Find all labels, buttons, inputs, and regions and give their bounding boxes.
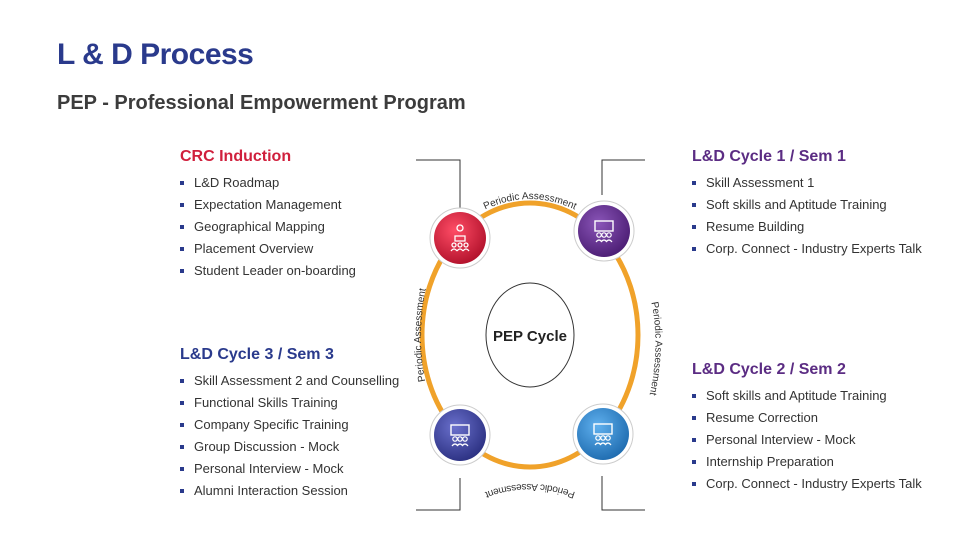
list-item: Personal Interview - Mock bbox=[180, 458, 399, 480]
connector-cycle1 bbox=[601, 159, 645, 195]
list-item: Functional Skills Training bbox=[180, 392, 399, 414]
list-item-text: Personal Interview - Mock bbox=[706, 432, 856, 447]
list-item-text: Soft skills and Aptitude Training bbox=[706, 197, 887, 212]
connector-crc bbox=[416, 159, 461, 212]
cycle2-list: Soft skills and Aptitude Training Resume… bbox=[692, 385, 922, 495]
list-item-text: Corp. Connect - Industry Experts Talk bbox=[706, 241, 922, 256]
list-item-text: Functional Skills Training bbox=[194, 395, 338, 410]
list-item: Placement Overview bbox=[180, 238, 356, 260]
bullet-icon bbox=[180, 445, 184, 449]
bullet-icon bbox=[180, 467, 184, 471]
cycle1-heading: L&D Cycle 1 / Sem 1 bbox=[692, 148, 846, 165]
arc-label-bottom: Periodic Assessment bbox=[483, 481, 576, 500]
presenter-icon bbox=[450, 224, 470, 252]
bullet-icon bbox=[180, 379, 184, 383]
list-item: Company Specific Training bbox=[180, 414, 399, 436]
pep-cycle-label: PEP Cycle bbox=[493, 328, 567, 345]
bullet-icon bbox=[692, 438, 696, 442]
bullet-icon bbox=[180, 181, 184, 185]
list-item: Soft skills and Aptitude Training bbox=[692, 385, 922, 407]
list-item: Expectation Management bbox=[180, 194, 356, 216]
cycle1-block: L&D Cycle 1 / Sem 1 Skill Assessment 1 S… bbox=[692, 148, 922, 260]
connector-lines bbox=[416, 159, 645, 511]
bullet-icon bbox=[180, 225, 184, 229]
node-cycle2 bbox=[572, 403, 634, 465]
bullet-icon bbox=[180, 269, 184, 273]
list-item-text: Student Leader on-boarding bbox=[194, 263, 356, 278]
node-cycle3 bbox=[429, 404, 491, 466]
list-item-text: Internship Preparation bbox=[706, 454, 834, 469]
node-crc bbox=[429, 207, 491, 269]
bullet-icon bbox=[180, 401, 184, 405]
page-subtitle: PEP - Professional Empowerment Program bbox=[57, 92, 466, 114]
arc-label-left: Periodic Assessment bbox=[413, 287, 429, 382]
list-item-text: Geographical Mapping bbox=[194, 219, 325, 234]
page-title: L & D Process bbox=[57, 38, 254, 71]
bullet-icon bbox=[692, 181, 696, 185]
list-item-text: Placement Overview bbox=[194, 241, 314, 256]
crc-induction-list: L&D Roadmap Expectation Management Geogr… bbox=[180, 172, 356, 282]
list-item-text: Personal Interview - Mock bbox=[194, 461, 344, 476]
list-item: Skill Assessment 1 bbox=[692, 172, 922, 194]
crc-induction-heading: CRC Induction bbox=[180, 148, 292, 165]
crc-induction-block: CRC Induction L&D Roadmap Expectation Ma… bbox=[180, 148, 356, 282]
cycle2-heading: L&D Cycle 2 / Sem 2 bbox=[692, 361, 846, 378]
list-item: Alumni Interaction Session bbox=[180, 480, 399, 502]
bullet-icon bbox=[180, 203, 184, 207]
list-item: Corp. Connect - Industry Experts Talk bbox=[692, 238, 922, 260]
list-item-text: Alumni Interaction Session bbox=[194, 483, 348, 498]
cycle3-block: L&D Cycle 3 / Sem 3 Skill Assessment 2 a… bbox=[180, 346, 399, 502]
list-item-text: Corp. Connect - Industry Experts Talk bbox=[706, 476, 922, 491]
bullet-icon bbox=[692, 460, 696, 464]
list-item: Resume Building bbox=[692, 216, 922, 238]
cycle2-block: L&D Cycle 2 / Sem 2 Soft skills and Apti… bbox=[692, 361, 922, 495]
list-item-text: Expectation Management bbox=[194, 197, 342, 212]
list-item-text: Company Specific Training bbox=[194, 417, 349, 432]
list-item-text: Skill Assessment 1 bbox=[706, 175, 815, 190]
node-cycle1 bbox=[573, 200, 635, 262]
cycle3-list: Skill Assessment 2 and Counselling Funct… bbox=[180, 370, 399, 502]
connector-cycle3 bbox=[416, 478, 461, 511]
list-item: Student Leader on-boarding bbox=[180, 260, 356, 282]
cycle1-list: Skill Assessment 1 Soft skills and Aptit… bbox=[692, 172, 922, 260]
bullet-icon bbox=[692, 247, 696, 251]
list-item: Skill Assessment 2 and Counselling bbox=[180, 370, 399, 392]
list-item: Internship Preparation bbox=[692, 451, 922, 473]
list-item: Corp. Connect - Industry Experts Talk bbox=[692, 473, 922, 495]
bullet-icon bbox=[692, 203, 696, 207]
bullet-icon bbox=[180, 247, 184, 251]
list-item: Group Discussion - Mock bbox=[180, 436, 399, 458]
bullet-icon bbox=[180, 489, 184, 493]
list-item-text: L&D Roadmap bbox=[194, 175, 280, 190]
cycle-ring bbox=[419, 200, 641, 470]
list-item: Resume Correction bbox=[692, 407, 922, 429]
bullet-icon bbox=[180, 423, 184, 427]
pep-cycle-center bbox=[485, 282, 575, 388]
arc-label-right: Periodic Assessment bbox=[647, 301, 664, 397]
list-item-text: Resume Correction bbox=[706, 410, 818, 425]
list-item-text: Group Discussion - Mock bbox=[194, 439, 340, 454]
list-item: L&D Roadmap bbox=[180, 172, 356, 194]
list-item: Geographical Mapping bbox=[180, 216, 356, 238]
cycle3-heading: L&D Cycle 3 / Sem 3 bbox=[180, 346, 334, 363]
connector-cycle2 bbox=[601, 476, 645, 511]
list-item-text: Skill Assessment 2 and Counselling bbox=[194, 373, 400, 388]
list-item-text: Resume Building bbox=[706, 219, 805, 234]
list-item: Personal Interview - Mock bbox=[692, 429, 922, 451]
bullet-icon bbox=[692, 394, 696, 398]
list-item: Soft skills and Aptitude Training bbox=[692, 194, 922, 216]
bullet-icon bbox=[692, 482, 696, 486]
bullet-icon bbox=[692, 225, 696, 229]
list-item-text: Soft skills and Aptitude Training bbox=[706, 388, 887, 403]
bullet-icon bbox=[692, 416, 696, 420]
